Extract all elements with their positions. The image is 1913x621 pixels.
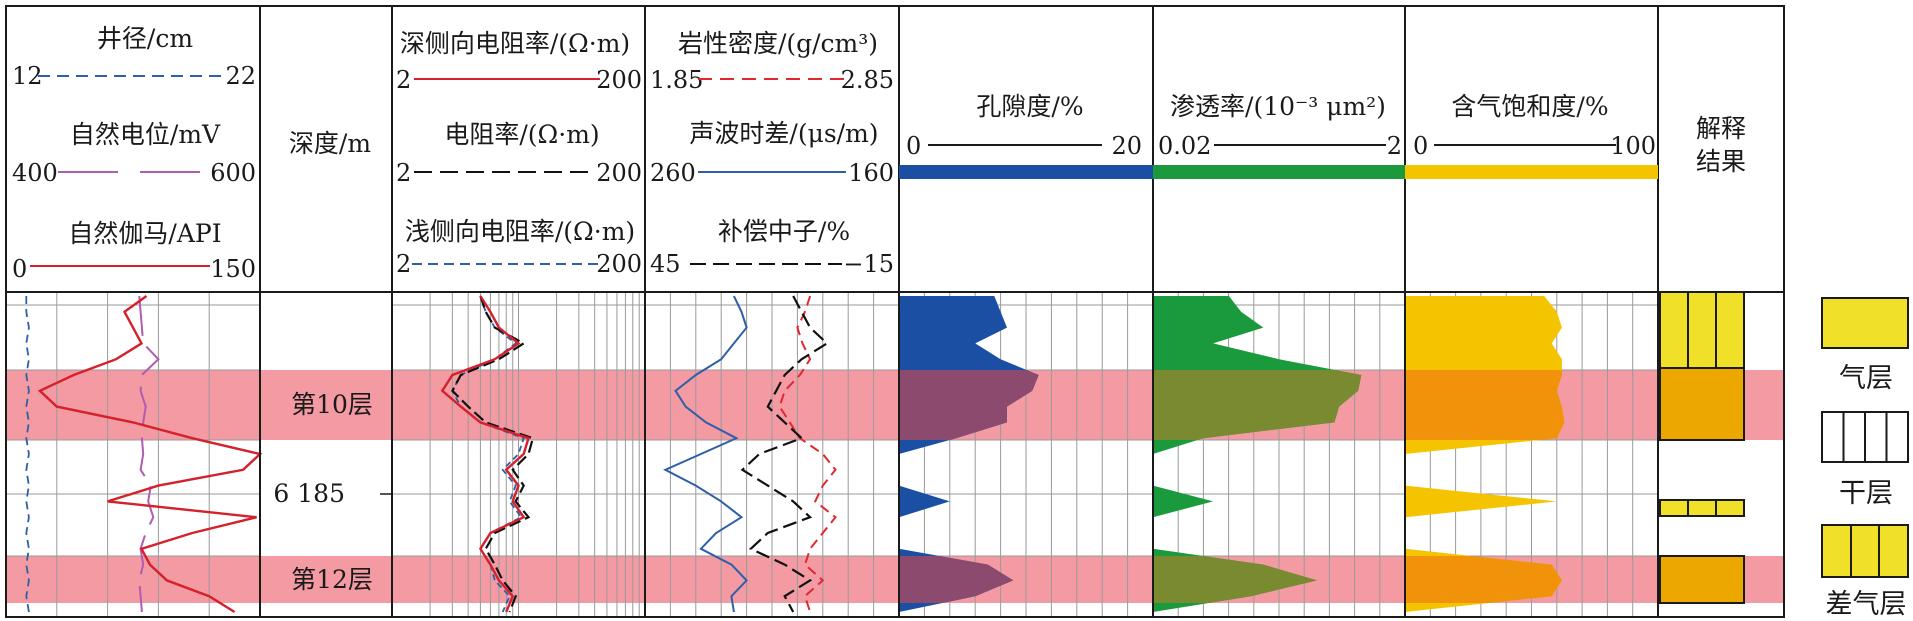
sonic-min: 260	[650, 159, 696, 187]
density-min: 1.85	[650, 66, 703, 94]
gas-saturation-max: 100	[1610, 132, 1656, 160]
interpretation-block-layer10	[1659, 367, 1745, 441]
curve-岩性密度/(g/cm³)	[778, 295, 837, 613]
caliper-min: 12	[12, 62, 43, 90]
deep-lateral-max: 200	[596, 66, 642, 94]
interpretation-block-upper	[1659, 291, 1745, 369]
porosity-color-bar	[899, 165, 1153, 179]
legend-swatch-gas	[1821, 297, 1909, 349]
sonic-title: 声波时差/(μs/m)	[689, 119, 878, 148]
gr-title: 自然伽马/API	[68, 219, 221, 248]
curve-深侧向电阻率/(Ω·m)	[440, 295, 530, 613]
resistivity-title: 电阻率/(Ω·m)	[444, 120, 599, 149]
legend: 气层 干层 差气层	[1821, 297, 1909, 620]
shallow-lateral-max: 200	[596, 250, 642, 278]
resistivity-min: 2	[396, 159, 411, 187]
area-overlay-含气饱和度/%-1	[1405, 556, 1565, 603]
interpretation-title: 解释	[1696, 114, 1746, 143]
permeability-color-bar	[1153, 165, 1405, 179]
shallow-lateral-resistivity-title: 浅侧向电阻率/(Ω·m)	[405, 217, 635, 246]
caliper-max: 22	[225, 62, 256, 90]
interpretation-title-line2: 结果	[1696, 147, 1746, 176]
layer-label-12: 第12层	[291, 565, 373, 594]
legend-label-gas: 气层	[1839, 363, 1893, 394]
legend-swatch-poor-gas	[1821, 524, 1909, 578]
track-porosity-logs-header: 岩性密度/(g/cm³) 1.85 2.85 声波时差/(μs/m) 260 1…	[650, 29, 894, 278]
neutron-title: 补偿中子/%	[718, 217, 850, 246]
sp-max: 600	[210, 159, 256, 187]
shallow-lateral-min: 2	[396, 250, 411, 278]
interpretation-block-layer12	[1659, 555, 1745, 604]
gas-saturation-title: 含气饱和度/%	[1451, 92, 1608, 121]
density-title: 岩性密度/(g/cm³)	[678, 29, 878, 58]
sp-min: 400	[12, 159, 58, 187]
curve-补偿中子/%	[740, 295, 829, 613]
density-max: 2.85	[841, 66, 894, 94]
gr-min: 0	[12, 255, 27, 283]
porosity-min: 0	[906, 132, 921, 160]
track-resistivity-header: 深侧向电阻率/(Ω·m) 2 200 电阻率/(Ω·m) 2 200 浅侧向电阻…	[396, 29, 642, 278]
porosity-title: 孔隙度/%	[976, 92, 1083, 121]
track-permeability-header: 渗透率/(10⁻³ μm²) 0.02 2	[1153, 92, 1405, 179]
curve-电阻率/(Ω·m)	[451, 295, 535, 613]
permeability-max: 2	[1387, 132, 1402, 160]
gas-saturation-color-bar	[1405, 165, 1658, 179]
caliper-title: 井径/cm	[97, 24, 193, 53]
sp-title: 自然电位/mV	[70, 120, 221, 149]
deep-lateral-min: 2	[396, 66, 411, 94]
neutron-min: 45	[650, 250, 681, 278]
neutron-max: −15	[843, 250, 894, 278]
track-gas-saturation-header: 含气饱和度/% 0 100	[1405, 92, 1658, 179]
gas-saturation-min: 0	[1413, 132, 1428, 160]
resistivity-max: 200	[596, 159, 642, 187]
layer-label-10: 第10层	[291, 390, 373, 419]
gr-max: 150	[210, 255, 256, 283]
curve-自然电位/mV	[138, 295, 160, 613]
track-porosity-header: 孔隙度/% 0 20	[899, 92, 1153, 179]
curve-声波时差/(μs/m)	[662, 295, 748, 613]
permeability-title: 渗透率/(10⁻³ μm²)	[1170, 92, 1386, 121]
legend-label-poor-gas: 差气层	[1826, 589, 1907, 620]
curve-井径/cm	[25, 296, 30, 613]
porosity-max: 20	[1111, 132, 1142, 160]
interpretation-block-thin	[1659, 499, 1745, 517]
permeability-min: 0.02	[1158, 132, 1211, 160]
deep-lateral-resistivity-title: 深侧向电阻率/(Ω·m)	[400, 29, 630, 58]
track-gr-sp-cal-header: 井径/cm 12 22 自然电位/mV 400 600 自然伽马/API 0 1…	[12, 24, 256, 283]
legend-label-dry: 干层	[1839, 478, 1893, 509]
depth-marker-label: 6 185	[273, 479, 345, 508]
sonic-max: 160	[848, 159, 894, 187]
chart-frame	[5, 5, 1785, 618]
depth-title: 深度/m	[289, 129, 371, 158]
area-overlay-含气饱和度/%-0	[1405, 370, 1565, 440]
